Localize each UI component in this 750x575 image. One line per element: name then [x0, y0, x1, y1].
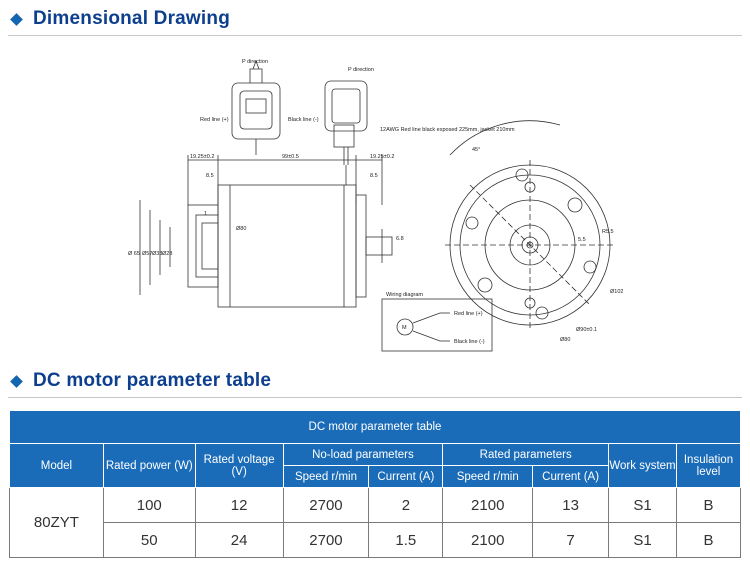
header-rated-voltage: Rated voltage (V): [194, 443, 284, 488]
label: Black line (-): [288, 117, 319, 123]
cell-r-current: 7: [532, 522, 610, 558]
label: Ø102: [610, 289, 623, 295]
label: R5.5: [602, 229, 614, 235]
motor-body: [217, 184, 357, 308]
motor-shaft: [365, 236, 393, 256]
label: Ø33: [152, 251, 162, 257]
header-speed: Speed r/min: [442, 465, 534, 488]
header-current: Current (A): [532, 465, 610, 488]
label: Ø80: [236, 226, 246, 232]
cell-power: 100: [102, 487, 196, 523]
divider: [8, 35, 742, 36]
header-rated-power: Rated power (W): [102, 443, 196, 488]
cell-r-current: 13: [532, 487, 610, 523]
cell-power: 50: [102, 522, 196, 558]
divider: [8, 397, 742, 398]
label: 45°: [472, 147, 480, 153]
header-current: Current (A): [368, 465, 444, 488]
cell-work: S1: [608, 522, 677, 558]
cell-r-speed: 2100: [442, 522, 534, 558]
table-caption: DC motor parameter table: [9, 410, 741, 444]
section-title: Dimensional Drawing: [33, 8, 231, 29]
cell-nl-current: 1.5: [368, 522, 444, 558]
cell-work: S1: [608, 487, 677, 523]
label: Ø90±0.1: [576, 327, 597, 333]
header-speed: Speed r/min: [282, 465, 370, 488]
header-no-load: No-load parameters: [282, 443, 444, 466]
cell-insulation: B: [675, 487, 742, 523]
label: P direction: [348, 67, 374, 73]
label: 8.5: [206, 173, 214, 179]
label: 19.25±0.2: [370, 154, 394, 160]
label: 8.5: [370, 173, 378, 179]
section-title: DC motor parameter table: [33, 370, 272, 391]
model-cell: 80ZYT: [9, 487, 104, 558]
header-work-system: Work system: [608, 443, 677, 488]
connector-side: [324, 80, 368, 132]
cell-nl-speed: 2700: [282, 487, 370, 523]
cell-insulation: B: [675, 522, 742, 558]
label: 5.5: [578, 237, 586, 243]
cell-voltage: 24: [194, 522, 284, 558]
cell-r-speed: 2100: [442, 487, 534, 523]
label: M: [402, 325, 407, 331]
label: P direction: [242, 59, 268, 65]
label: Red line (+): [454, 311, 483, 317]
label: Red line (+): [200, 117, 229, 123]
wiring-diagram: [381, 298, 493, 352]
label: Ø28: [162, 251, 172, 257]
table-row: 50 24 2700 1.5 2100 7 S1 B: [10, 522, 742, 558]
section-header-parameters: DC motor parameter table: [8, 370, 271, 392]
table-row: 80ZYT 100 12 2700 2 2100 13 S1 B: [9, 487, 742, 558]
label: 1: [204, 211, 207, 217]
cell-voltage: 12: [194, 487, 284, 523]
header-model: Model: [9, 443, 104, 488]
dimensional-drawing: P direction P direction Red line (+) Bla…: [128, 59, 623, 352]
label: 99±0.5: [282, 154, 299, 160]
label: 12AWG Red line black exposed 225mm, jack…: [380, 127, 515, 133]
label: Wiring diagram: [386, 292, 423, 298]
header-insulation: Insulation level: [675, 443, 742, 488]
label: 19.25±0.2: [190, 154, 214, 160]
section-header-dimensional: Dimensional Drawing: [8, 8, 230, 30]
parameter-table: DC motor parameter table Model Rated pow…: [9, 410, 742, 558]
cell-nl-speed: 2700: [282, 522, 370, 558]
label: 6.8: [396, 236, 404, 242]
label: Ø57: [142, 251, 152, 257]
header-rated-parameters: Rated parameters: [442, 443, 610, 466]
label: Black line (-): [454, 339, 485, 345]
cell-nl-current: 2: [368, 487, 444, 523]
diamond-bullet-icon: [10, 12, 23, 26]
label: Ø80: [560, 337, 570, 343]
diamond-bullet-icon: [10, 374, 23, 388]
label: Ø 65: [128, 251, 140, 257]
